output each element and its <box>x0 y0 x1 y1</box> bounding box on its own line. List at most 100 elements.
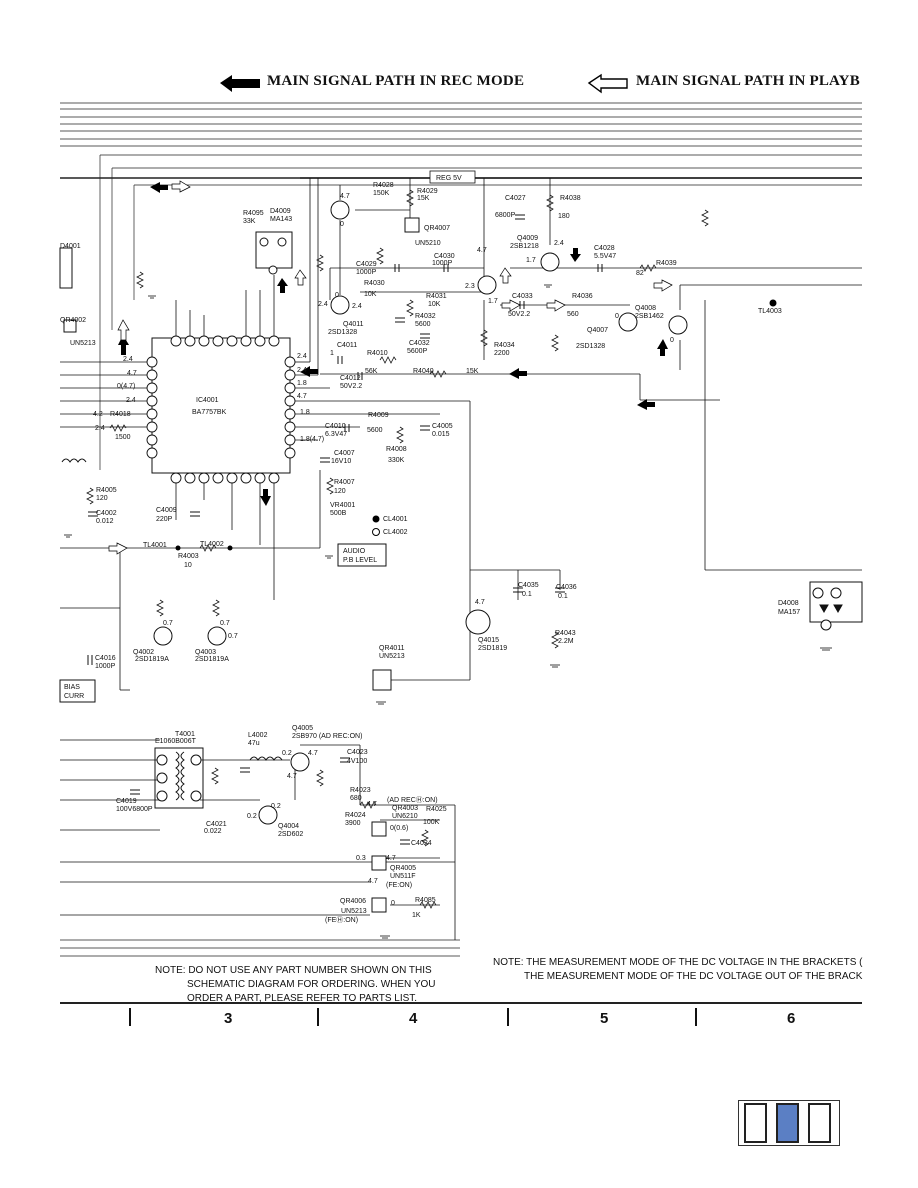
audio-box-line1: AUDIO <box>343 548 366 555</box>
ground-symbols <box>64 284 832 939</box>
c4002-value: 0.012 <box>96 518 114 525</box>
page-nav-box-3[interactable] <box>808 1103 831 1143</box>
v-pin-6: 2.4 <box>95 425 105 432</box>
ic-wires <box>60 178 862 940</box>
c4007-value: 16V10 <box>331 458 351 465</box>
r4025-label: R4025 <box>426 806 447 813</box>
v-q4010-base: 4.7 <box>340 193 350 200</box>
c4011-value: 1 <box>330 350 334 357</box>
c4036-label: C4036 <box>556 584 577 591</box>
v-q4006-base: 2.3 <box>465 283 475 290</box>
r4009-value: 5600 <box>367 427 383 434</box>
r4024-value: 3900 <box>345 820 361 827</box>
v-qr4005-input: 0.3 <box>356 855 366 862</box>
c4030-value: 1000P <box>432 260 453 267</box>
r4028-label: R4028 <box>373 182 394 189</box>
r4005-label: R4005 <box>96 487 117 494</box>
q4011-label: Q4011 <box>343 321 364 328</box>
c4028-label: C4028 <box>594 245 615 252</box>
qr4006-mode: (FEⒽ:ON) <box>325 916 358 924</box>
q4003-symbol <box>207 626 227 646</box>
q4003-label: Q4003 <box>195 649 216 656</box>
c4032-label: C4032 <box>409 340 430 347</box>
component-labels: R4028 150K R4029 15K R4038 180 C4027 680… <box>60 182 800 924</box>
bias-box-line1: BIAS <box>64 684 80 691</box>
r4043-value: 2.2M <box>558 638 574 645</box>
v-qr4006-output: 0 <box>391 900 395 907</box>
qr4005-label: QR4005 <box>390 865 416 872</box>
r4036-label: R4036 <box>572 293 593 300</box>
c4010-label: C4010 <box>325 423 346 430</box>
q4011-value: 2SD1328 <box>328 329 357 336</box>
c4032-value: 5600P <box>407 348 428 355</box>
c4035-value: 0.1 <box>522 591 532 598</box>
r4040-label: R4040 <box>413 368 434 375</box>
v-pin-r5: 1.8 <box>300 409 310 416</box>
measurement-note: NOTE: THE MEASUREMENT MODE OF THE DC VOL… <box>493 956 863 984</box>
qr4005-mode: (FE:ON) <box>386 882 412 889</box>
q4005-value: 2SB970 (AD REC:ON) <box>292 733 362 740</box>
transistor-symbols <box>153 200 688 825</box>
digital-transistor-boxes <box>63 217 420 913</box>
voltage-labels: 4.7 0 2.4 1.7 4.7 2.3 1.7 2.4 2.4 0 0 0 … <box>93 193 674 907</box>
signal-flow-arrows <box>108 180 673 555</box>
v-pin-4: 2.4 <box>126 397 136 404</box>
play-path-legend: MAIN SIGNAL PATH IN PLAYB <box>636 73 860 89</box>
r4031-label: R4031 <box>426 293 447 300</box>
capacitor-marks <box>87 214 603 845</box>
c4023-value: 4V100 <box>347 758 367 765</box>
qr4005-value: UN511F <box>390 873 416 880</box>
q4006-symbol <box>477 275 497 295</box>
q4004-symbol <box>258 805 278 825</box>
tl4002-label: TL4002 <box>200 541 224 548</box>
d4001-box <box>59 247 73 289</box>
r4005-value: 120 <box>96 495 108 502</box>
r4009-label: R4009 <box>368 412 389 419</box>
reg-5v-label-box: REG 5V <box>300 170 862 184</box>
ic-label: IC4001 <box>196 397 219 404</box>
c4019-label: C4019 <box>116 798 137 805</box>
q4009-value: 2SB1218 <box>510 243 539 250</box>
v-pin-3: 0(4.7) <box>117 383 135 390</box>
r4036-value: 560 <box>567 311 579 318</box>
rec-path-legend: MAIN SIGNAL PATH IN REC MODE <box>267 73 525 89</box>
v-qr4005-supply: 4.7 <box>368 878 378 885</box>
ad-rec-h-label: (AD RECⒽ:ON) <box>387 796 438 804</box>
r4024-label: R4024 <box>345 812 366 819</box>
l4002-label: L4002 <box>248 732 268 739</box>
c4009-label: C4009 <box>156 507 177 514</box>
r4008-label: R4008 <box>386 446 407 453</box>
r4025-value: 100K <box>423 819 440 826</box>
d4008-label: D4008 <box>778 600 799 607</box>
l4001-inductor <box>61 458 87 463</box>
vr4001-label: VR4001 <box>330 502 355 509</box>
vr4001-value: 500B <box>330 510 347 517</box>
tl4003-label: TL4003 <box>758 308 782 315</box>
q4007-label: Q4007 <box>587 327 608 334</box>
v-qr4003-output: 0(0.6) <box>390 825 408 832</box>
v-q4015-collector: 4.7 <box>475 599 485 606</box>
q4004-label: Q4004 <box>278 823 299 830</box>
r4008-value: 330K <box>388 457 405 464</box>
r4010-label: R4010 <box>367 350 388 357</box>
q4008-value: 2SB1462 <box>635 313 664 320</box>
t4001-label: T4001 <box>175 731 195 738</box>
c4027-label: C4027 <box>505 195 526 202</box>
page-nav-box-2[interactable] <box>776 1103 799 1143</box>
v-pin-1: 2.4 <box>123 356 133 363</box>
column-number-3: 3 <box>224 1010 233 1027</box>
c4023-label: C4023 <box>347 749 368 756</box>
r4029-value: 15K <box>417 195 430 202</box>
c4012-value: 50V2.2 <box>340 383 362 390</box>
v-pin-5: 4.2 <box>93 411 103 418</box>
q4009-label: Q4009 <box>517 235 538 242</box>
c4035-label: C4035 <box>518 582 539 589</box>
v-q4007-base: 0 <box>615 313 619 320</box>
page-nav-box-1[interactable] <box>744 1103 767 1143</box>
play-path-arrow-icon <box>587 73 628 94</box>
r4007-value: 120 <box>334 488 346 495</box>
qr4011-label: QR4011 <box>379 645 405 652</box>
